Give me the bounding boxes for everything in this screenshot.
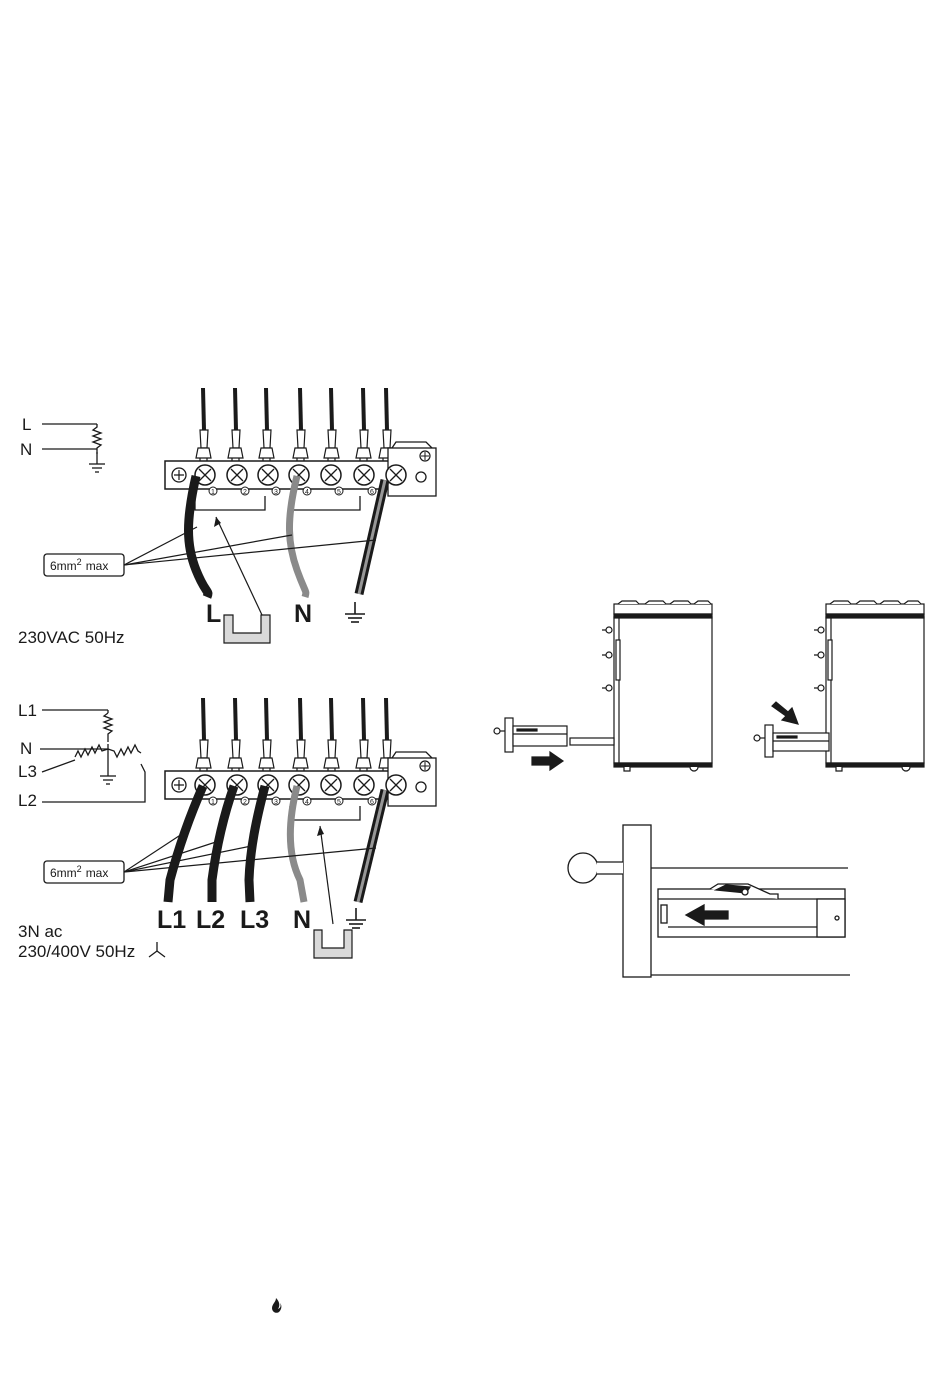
load-resistor-icon: [104, 713, 112, 742]
schematic-label-l1: L1: [18, 701, 37, 720]
wire-n: [290, 786, 304, 902]
cable-note-tail: max: [86, 866, 109, 880]
load-resistor-icon: [75, 745, 108, 757]
terminal-lead: [356, 388, 371, 462]
supply-line-1: 3N ac: [18, 922, 63, 941]
terminal-block: 1 2 3 4 5 6: [165, 388, 436, 496]
bridge-piece-detail: [214, 517, 270, 643]
cable-note-main: 6mm: [50, 559, 77, 573]
terminal-label-l2: L2: [196, 906, 225, 934]
terminal-label-n: N: [294, 600, 312, 628]
schematic-label-n: N: [20, 440, 32, 459]
bridge-links: [290, 806, 360, 820]
cable-note-main: 6mm: [50, 866, 77, 880]
svg-text:5: 5: [337, 799, 341, 806]
terminal-number: 3: [272, 797, 280, 806]
terminal-label-l3: L3: [240, 906, 269, 934]
terminal-leads: [196, 388, 394, 462]
terminal-lead: [293, 698, 308, 772]
cable-size-callout: 6mm2 max: [44, 527, 376, 576]
schematic-label-l: L: [22, 415, 31, 434]
supply-rating-single: 230VAC 50Hz: [18, 628, 124, 647]
terminal-leads: [196, 698, 394, 772]
terminal-lead: [259, 698, 274, 772]
schematic-label-n: N: [20, 739, 32, 758]
wire-n: [289, 476, 305, 597]
terminal-number: 5: [335, 797, 343, 806]
terminal-label-l: L: [206, 600, 221, 628]
cable-note-tail: max: [86, 559, 109, 573]
terminal-label-n: N: [293, 906, 311, 934]
terminal-lead: [259, 388, 274, 462]
svg-text:4: 4: [305, 799, 309, 806]
load-resistor-icon: [108, 745, 141, 757]
svg-text:3: 3: [274, 799, 278, 806]
terminal-number: 2: [241, 487, 249, 496]
direction-arrow-icon: [532, 752, 563, 770]
drawer-runner-detail: [568, 825, 850, 977]
svg-text:2: 2: [243, 799, 247, 806]
earth-ground-icon: [346, 908, 366, 928]
terminal-number: 6: [368, 487, 376, 496]
svg-text:4: 4: [305, 489, 309, 496]
svg-text:2: 2: [243, 489, 247, 496]
svg-text:6: 6: [370, 799, 374, 806]
terminal-lead: [228, 388, 243, 462]
earth-ground-icon: [345, 602, 365, 622]
terminal-number: 4: [303, 487, 311, 496]
earth-ground-icon: [89, 464, 105, 472]
supply-line-2: 230/400V 50Hz: [18, 942, 135, 961]
cable-note-sup: 2: [77, 557, 82, 567]
svg-text:5: 5: [337, 489, 341, 496]
wire-l3: [249, 786, 265, 902]
terminal-number: 4: [303, 797, 311, 806]
schematic-label-l2: L2: [18, 791, 37, 810]
flame-icon: [272, 1298, 281, 1313]
svg-text:6: 6: [370, 489, 374, 496]
wire-l1: [168, 786, 203, 902]
single-phase-schematic: [42, 424, 105, 472]
terminal-number: 2: [241, 797, 249, 806]
cooker-drawer-insertion-right: [754, 601, 924, 771]
earth-ground-icon: [100, 762, 116, 784]
bridge-piece-detail: [314, 826, 352, 958]
terminal-lead: [356, 698, 371, 772]
terminal-number: 3: [272, 487, 280, 496]
terminal-number: 5: [335, 487, 343, 496]
terminal-lead: [324, 698, 339, 772]
cable-note-sup: 2: [77, 864, 82, 874]
direction-arrow-icon: [772, 702, 798, 724]
terminal-lead: [293, 388, 308, 462]
cooker-drawer-removal-left: [494, 601, 712, 771]
terminal-label-l1: L1: [157, 906, 186, 934]
svg-text:1: 1: [211, 799, 215, 806]
wire-l: [189, 476, 208, 597]
three-phase-schematic: [40, 710, 145, 802]
terminal-number: 6: [368, 797, 376, 806]
terminal-lead: [196, 388, 211, 462]
terminal-number: 1: [209, 487, 217, 496]
terminal-number: 1: [209, 797, 217, 806]
bridge-links: [195, 496, 360, 510]
star-connection-icon: [149, 942, 165, 957]
terminal-lead: [196, 698, 211, 772]
terminal-lead: [228, 698, 243, 772]
terminal-lead: [324, 388, 339, 462]
svg-text:3: 3: [274, 489, 278, 496]
schematic-label-l3: L3: [18, 762, 37, 781]
svg-text:1: 1: [211, 489, 215, 496]
